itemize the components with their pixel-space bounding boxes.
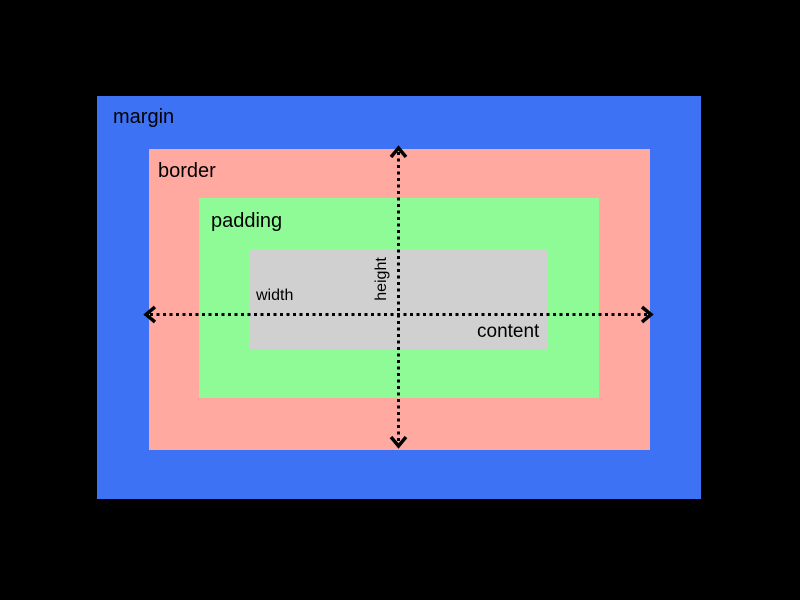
padding-label: padding	[211, 210, 283, 232]
margin-label: margin	[113, 106, 175, 128]
height-label: height	[373, 257, 390, 301]
border-label: border	[158, 160, 216, 182]
content-label: content	[477, 321, 540, 342]
width-label: width	[256, 287, 294, 304]
